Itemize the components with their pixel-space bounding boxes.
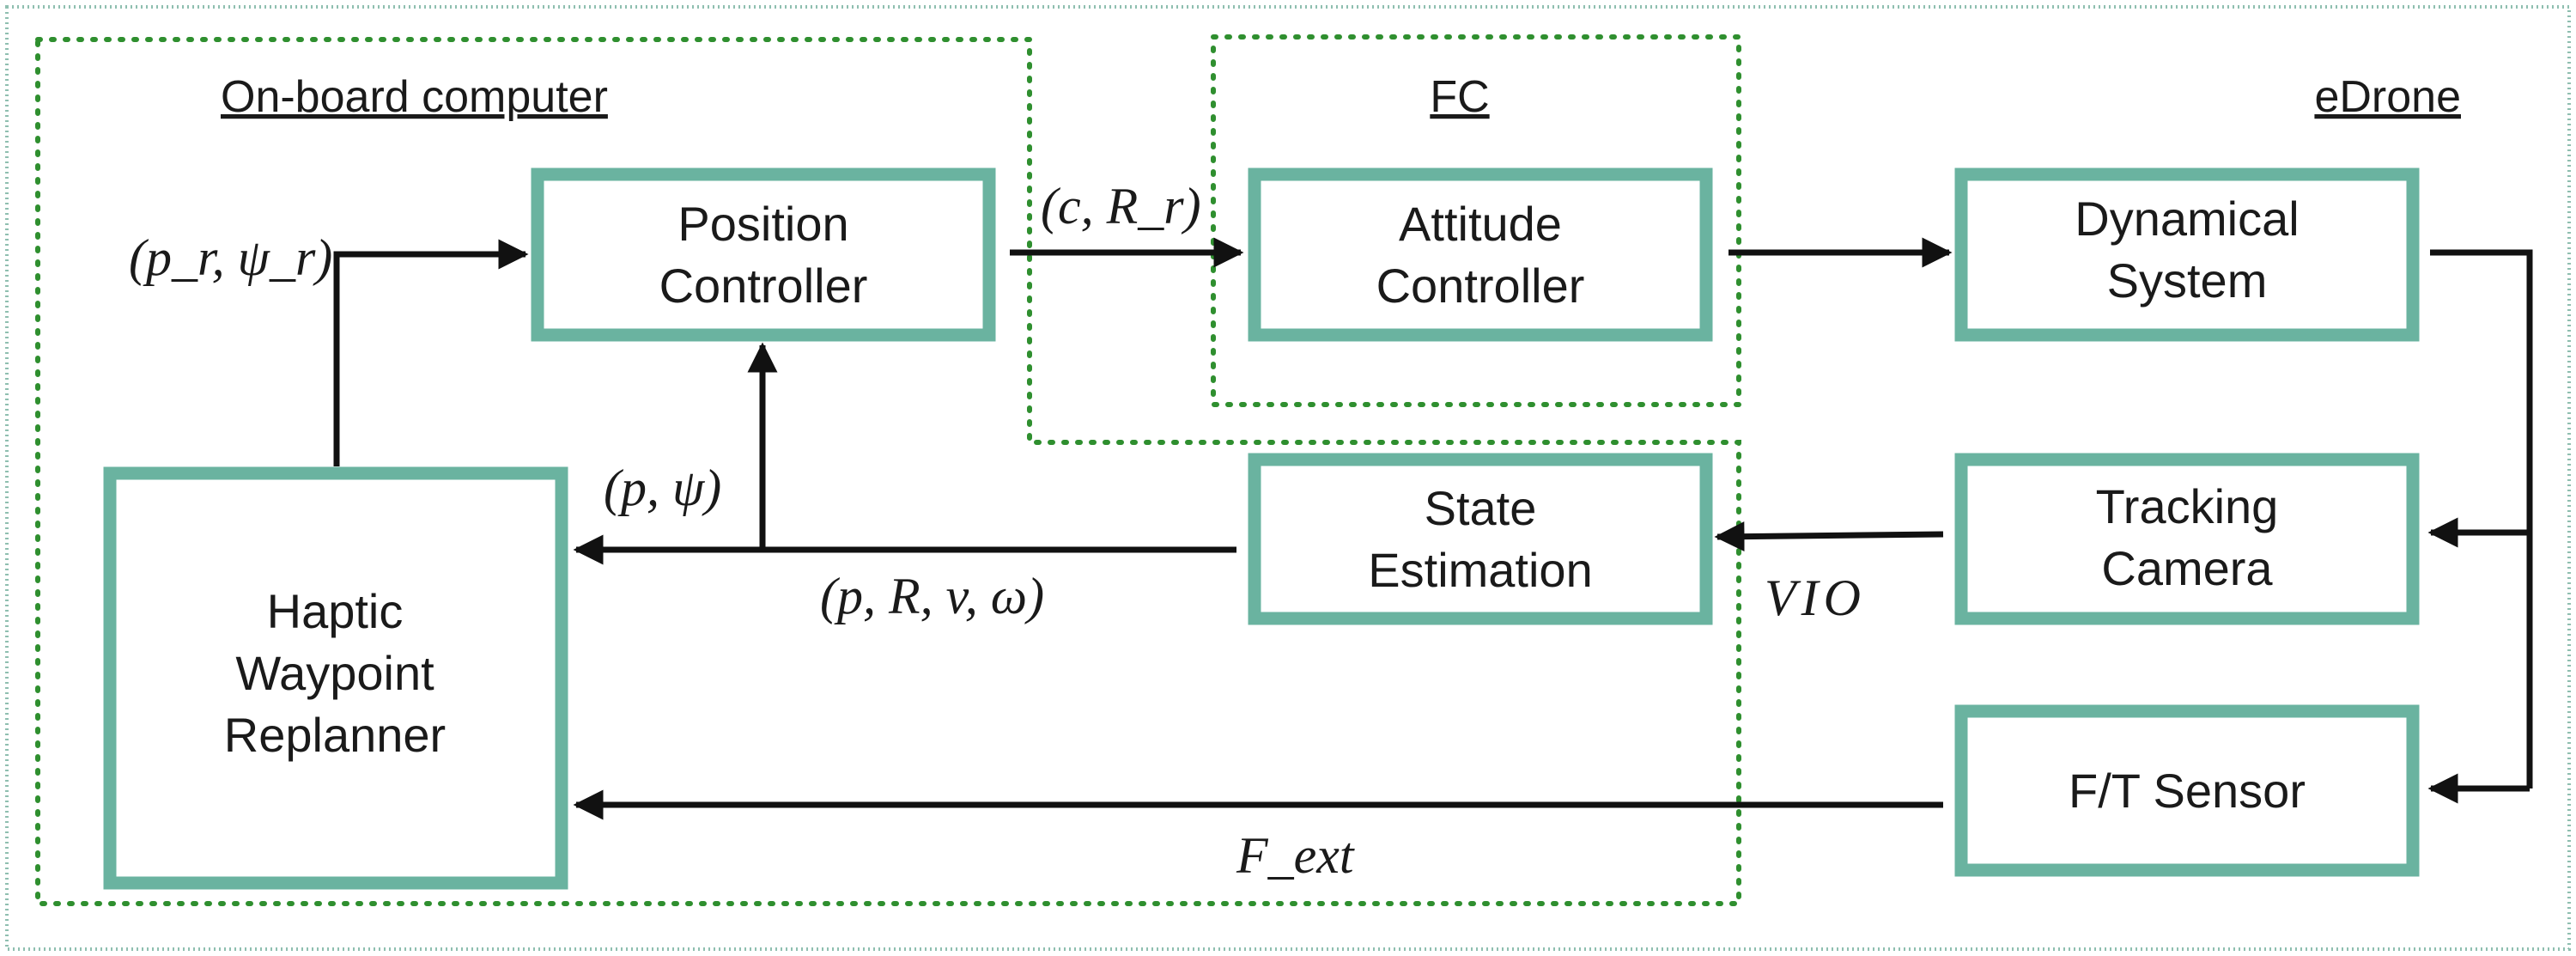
full-state-signal-label: (p, R, v, ω)	[820, 568, 1044, 624]
ft-sensor-block: F/T Sensor	[1954, 704, 2420, 877]
ft-sensor-label: F/T Sensor	[2069, 764, 2306, 818]
dynamical-system-label-2: System	[2107, 253, 2268, 308]
external-force-signal-label: F_ext	[1236, 827, 1355, 884]
tracking-camera-label-2: Camera	[2101, 541, 2273, 595]
dynamical-system-block: Dynamical System	[1954, 167, 2420, 342]
reference-signal-label: (p_r, ψ_r)	[129, 229, 332, 286]
state-estimation-label-2: Estimation	[1368, 543, 1592, 597]
state-estimation-label: State	[1425, 481, 1537, 535]
haptic-replanner-label-3: Replanner	[224, 708, 446, 762]
vio-signal-label: VIO	[1765, 569, 1866, 626]
position-controller-label-2: Controller	[659, 259, 868, 313]
haptic-replanner-block: Haptic Waypoint Replanner	[103, 466, 568, 890]
attitude-controller-label-2: Controller	[1376, 259, 1585, 313]
pose-signal-label: (p, ψ)	[604, 460, 721, 516]
onboard-region-border	[35, 37, 1741, 906]
reference-arrow	[333, 239, 529, 466]
state-estimation-block: State Estimation	[1248, 453, 1713, 625]
position-controller-label: Position	[677, 197, 848, 251]
attitude-controller-label: Attitude	[1399, 197, 1562, 251]
dyn-output-wire	[2430, 249, 2533, 789]
edrone-region-title: eDrone	[2314, 72, 2461, 122]
tracking-camera-label: Tracking	[2096, 479, 2279, 533]
haptic-replanner-label: Haptic	[267, 584, 404, 638]
fc-region-title: FC	[1430, 72, 1489, 122]
onboard-region-title: On-board computer	[221, 72, 608, 122]
vio-arrow	[1714, 521, 1944, 552]
fc-region-border	[1211, 34, 1741, 407]
haptic-replanner-label-2: Waypoint	[235, 646, 434, 700]
thrust-attitude-signal-label: (c, R_r)	[1041, 178, 1201, 234]
tracking-camera-block: Tracking Camera	[1954, 453, 2420, 625]
dynamical-system-label: Dynamical	[2075, 192, 2299, 246]
attitude-controller-block: Attitude Controller	[1248, 167, 1713, 342]
position-controller-block: Position Controller	[531, 167, 996, 342]
